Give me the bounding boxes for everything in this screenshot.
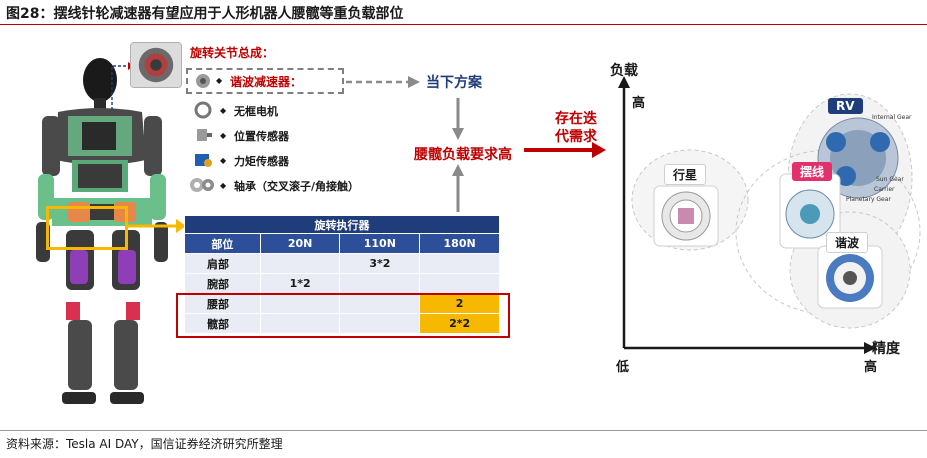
bullet: ◆ bbox=[220, 156, 227, 165]
bearing-label: 轴承（交叉滚子/角接触） bbox=[234, 180, 360, 193]
x-axis-low-label: 低 bbox=[616, 360, 630, 375]
bullet: ◆ bbox=[220, 131, 227, 140]
frameless-motor-icon bbox=[194, 101, 212, 119]
harmonic-reducer-icon bbox=[196, 74, 210, 88]
load-requirement-label: 腰髋负载要求高 bbox=[414, 147, 512, 163]
rotary-actuator-table: 旋转执行器 部位 20N 110N 180N 肩部 3*2 腕部 1*2 腰部 … bbox=[184, 215, 500, 334]
joint-assembly-title: 旋转关节总成： bbox=[190, 46, 275, 60]
iteration-demand-line1: 存在迭 bbox=[555, 111, 597, 127]
current-plan-label: 当下方案 bbox=[426, 75, 482, 91]
table-cell-180n bbox=[419, 273, 500, 294]
harmonic-reducer-dashed-box bbox=[186, 68, 344, 94]
table-cell-part: 腕部 bbox=[184, 273, 261, 294]
table-header-180n: 180N bbox=[419, 233, 500, 254]
gear-label-internal: Internal Gear bbox=[872, 114, 912, 121]
footer-divider bbox=[0, 430, 927, 431]
table-header-110n: 110N bbox=[339, 233, 421, 254]
joint-assembly-thumbnail bbox=[130, 42, 182, 88]
table-row-wrist: 腕部 1*2 bbox=[184, 273, 500, 294]
gear-label-sun: Sun Gear bbox=[876, 176, 904, 183]
position-sensor-icon bbox=[197, 129, 212, 141]
waist-to-table-arrow bbox=[128, 219, 186, 233]
torque-sensor-icon bbox=[195, 154, 212, 167]
planetary-tag: 行星 bbox=[664, 164, 707, 185]
bullet: ◆ bbox=[216, 76, 223, 85]
table-cell-180n: 2 bbox=[419, 293, 500, 314]
iteration-demand-line2: 代需求 bbox=[555, 129, 597, 145]
bullet: ◆ bbox=[220, 181, 227, 190]
table-cell-20n: 1*2 bbox=[259, 273, 341, 294]
y-axis-title: 负载 bbox=[610, 63, 638, 79]
source-note: 资料来源：Tesla AI DAY，国信证券经济研究所整理 bbox=[6, 437, 283, 451]
rv-tag: RV bbox=[828, 98, 863, 114]
table-cell-20n bbox=[259, 313, 341, 334]
y-axis-high-label: 高 bbox=[632, 96, 646, 111]
table-cell-110n: 3*2 bbox=[339, 253, 421, 274]
cycloid-tag: 摆线 bbox=[792, 162, 833, 181]
table-cell-180n: 2*2 bbox=[419, 313, 500, 334]
harmonic-reducer-label: 谐波减速器： bbox=[230, 75, 303, 89]
frameless-motor-label: 无框电机 bbox=[234, 105, 278, 118]
bullet: ◆ bbox=[220, 106, 227, 115]
table-header-20n: 20N bbox=[259, 233, 341, 254]
iteration-demand-label: 存在迭 代需求 bbox=[546, 110, 606, 146]
position-sensor-label: 位置传感器 bbox=[234, 130, 289, 143]
title-divider bbox=[0, 24, 927, 25]
gear-label-planetary: Planetary Gear bbox=[846, 196, 891, 203]
table-cell-part: 腰部 bbox=[184, 293, 261, 314]
figure-title: 图28：摆线针轮减速器有望应用于人形机器人腰髋等重负载部位 bbox=[6, 6, 404, 22]
waist-highlight-frame bbox=[46, 206, 128, 250]
table-row-hip: 髋部 2*2 bbox=[184, 313, 500, 334]
harmonic-tag: 谐波 bbox=[826, 232, 869, 253]
table-caption: 旋转执行器 bbox=[184, 215, 500, 234]
torque-sensor-label: 力矩传感器 bbox=[234, 155, 289, 168]
x-axis-high-label: 高 bbox=[864, 360, 878, 375]
bearing-icon bbox=[190, 178, 214, 192]
table-cell-110n bbox=[339, 313, 421, 334]
waist-hip-highlight-frame bbox=[176, 293, 510, 338]
x-axis-title: 精度 bbox=[872, 341, 900, 357]
table-cell-part: 髋部 bbox=[184, 313, 261, 334]
gear-label-carrier: Carrier bbox=[874, 186, 895, 193]
